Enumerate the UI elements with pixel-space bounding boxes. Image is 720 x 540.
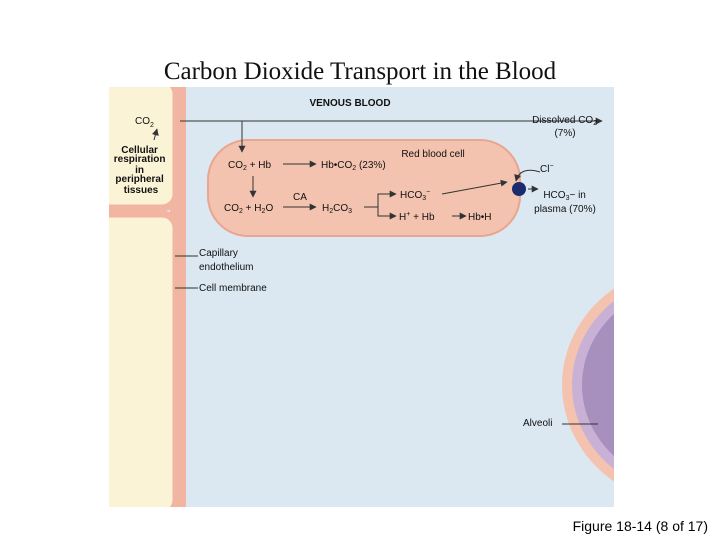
co2-plus-hb-label: CO2 + Hb bbox=[228, 160, 272, 172]
hco3-label: HCO3− bbox=[400, 189, 430, 202]
h2co3-label: H2CO3 bbox=[322, 203, 352, 215]
cellular-respiration-line-3: in bbox=[135, 165, 144, 176]
ca-label: CA bbox=[293, 192, 307, 203]
hb-co2-label: Hb•CO2 (23%) bbox=[321, 160, 386, 172]
co2-label: CO2 bbox=[135, 116, 154, 129]
figure-caption: Figure 18-14 (8 of 17) bbox=[572, 518, 708, 534]
venous-blood-label: VENOUS BLOOD bbox=[309, 98, 390, 109]
slide-title: Carbon Dioxide Transport in the Blood bbox=[163, 58, 557, 85]
hco3-in-plasma-label: HCO3− in plasma (70%) bbox=[534, 190, 596, 215]
cell-membrane-label: Cell membrane bbox=[199, 283, 267, 294]
alveolus-inner bbox=[582, 313, 614, 457]
alveoli-label: Alveoli bbox=[523, 418, 552, 429]
arrow-cl-in bbox=[514, 169, 541, 182]
dissolved-co2-label: Dissolved CO2 (7%) bbox=[532, 115, 600, 139]
arrow-to-h-hb bbox=[377, 207, 397, 220]
arrow-hco3-to-exchanger bbox=[441, 179, 508, 195]
hb-h-label: Hb•H bbox=[468, 212, 492, 223]
chloride-bicarbonate-exchanger bbox=[512, 182, 526, 196]
h-plus-hb-label: H+ + Hb bbox=[399, 211, 435, 223]
tissue-cell-lower bbox=[109, 210, 180, 507]
cellular-respiration-line-4: peripheral bbox=[115, 174, 164, 185]
cellular-respiration-line-1: Cellular bbox=[121, 145, 158, 156]
cellular-respiration-line-2: respiration bbox=[114, 154, 166, 165]
arrow-co2-up bbox=[151, 128, 159, 141]
cellular-respiration-label: Cellular respiration in peripheral tissu… bbox=[114, 145, 168, 196]
co2-plus-h2o-label: CO2 + H2O bbox=[224, 203, 273, 215]
arrow-to-hco3 bbox=[364, 190, 397, 208]
chloride-label: Cl− bbox=[540, 163, 554, 175]
red-blood-cell-label: Red blood cell bbox=[401, 149, 464, 160]
tissue-cell-upper bbox=[109, 87, 180, 212]
cellular-respiration-line-5: tissues bbox=[124, 185, 159, 196]
capillary-endothelium-label: Capillary endothelium bbox=[199, 248, 253, 273]
